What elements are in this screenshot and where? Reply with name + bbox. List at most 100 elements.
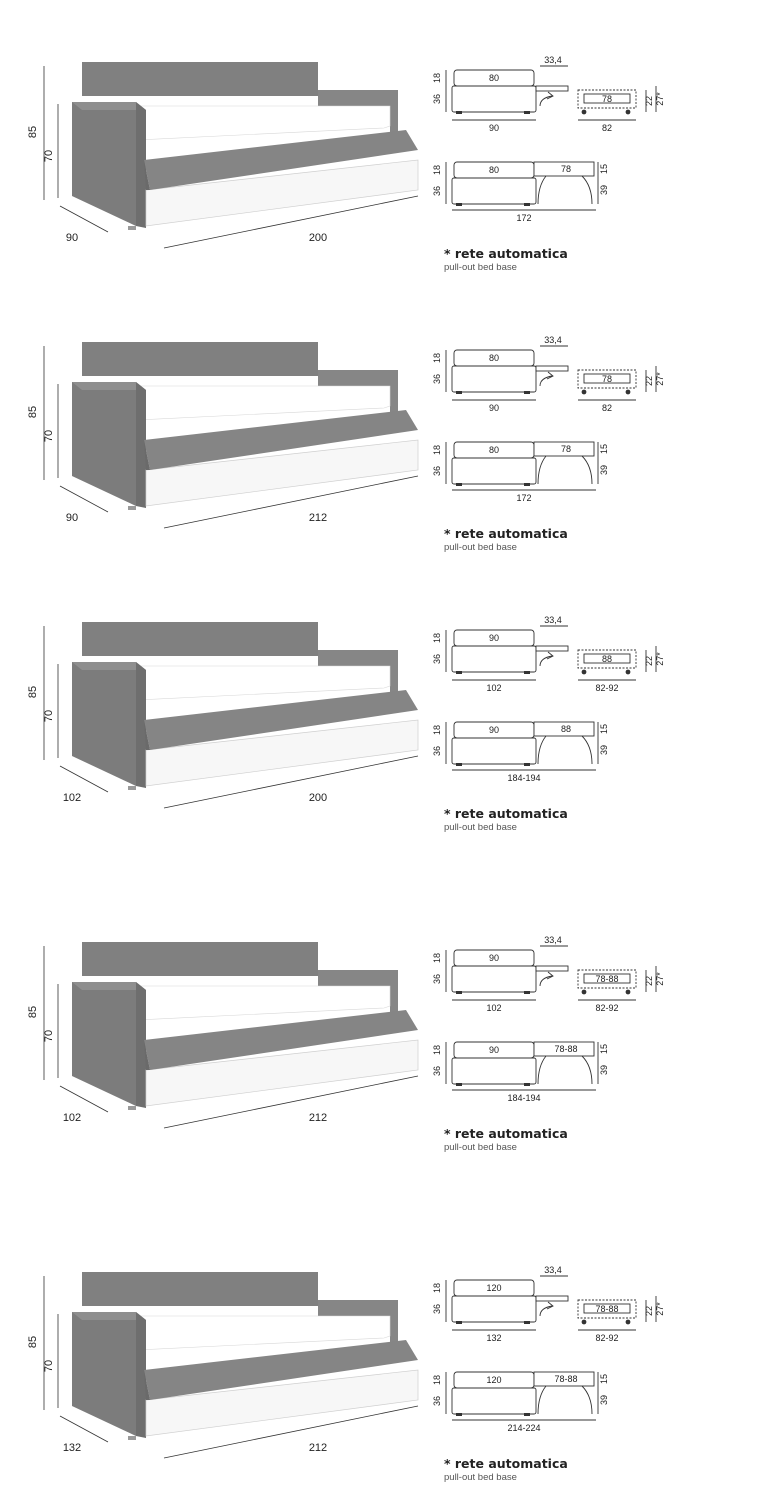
net-width-label: 82	[602, 123, 612, 133]
sofa-left-arm-side	[136, 662, 146, 788]
dim-27-label: 27*	[655, 652, 665, 666]
note-title: * rete automatica	[444, 1456, 568, 1471]
bed-net	[533, 161, 595, 177]
sofa-left-arm-top	[72, 1312, 146, 1320]
sofa-right-arm	[318, 650, 398, 700]
bed-net-legs	[537, 1055, 593, 1085]
sofa-left-arm-side	[136, 982, 146, 1108]
bed-dim-36-label: 36	[432, 466, 442, 476]
pull-out-base	[145, 1369, 419, 1437]
cushion-width-label: 90	[489, 633, 499, 643]
bed-dim-18-label: 18	[432, 165, 442, 175]
pull-out-note: * rete automatica pull-out bed base	[444, 526, 568, 553]
sofa-right-arm	[318, 370, 398, 420]
model-drawing: 85 70 102 200	[27, 615, 665, 809]
bed-net	[533, 1371, 595, 1387]
base-depth-label: 132	[486, 1333, 501, 1343]
dim-15-label: 15	[599, 724, 609, 734]
dim-15-label: 15	[599, 1044, 609, 1054]
side-base	[451, 965, 537, 993]
pull-out-base	[145, 439, 419, 507]
pull-out-base	[145, 1039, 419, 1107]
dim-36-label: 36	[432, 374, 442, 384]
sofa-foot	[128, 506, 136, 510]
side-base	[451, 365, 537, 393]
note-title: * rete automatica	[444, 526, 568, 541]
dim-18-label: 18	[432, 353, 442, 363]
seat-height-label: 70	[43, 150, 55, 162]
model-panel-4: 85 70 102 212	[0, 880, 782, 1170]
bed-cushion-label: 120	[486, 1375, 501, 1385]
bed-net-legs	[537, 455, 593, 485]
dim-22-label: 22	[644, 656, 654, 666]
depth-label: 102	[63, 792, 81, 804]
dim-39-label: 39	[599, 1065, 609, 1075]
cushion-width-label: 90	[489, 953, 499, 963]
dim-27-label: 27*	[655, 1302, 665, 1316]
dim-39-label: 39	[599, 745, 609, 755]
depth-label: 132	[63, 1442, 81, 1454]
dim-22-label: 22	[644, 976, 654, 986]
model-drawing: 85 70 102 212	[27, 935, 665, 1129]
bed-cushion-label: 80	[489, 165, 499, 175]
sofa-left-arm-side	[136, 102, 146, 228]
dim-22-label: 22	[644, 376, 654, 386]
note-title: * rete automatica	[444, 806, 568, 821]
base-depth-label: 90	[489, 403, 499, 413]
bed-dim-36-label: 36	[432, 186, 442, 196]
bed-base	[451, 457, 537, 485]
bed-dim-18-label: 18	[432, 725, 442, 735]
bed-net-label: 78-88	[554, 1374, 577, 1384]
upper-mattress	[135, 985, 391, 1021]
bed-length-label: 172	[516, 493, 531, 503]
dim-39-label: 39	[599, 1395, 609, 1405]
height-label: 85	[27, 126, 39, 138]
bed-length-label: 184-194	[507, 1093, 540, 1103]
sofa-left-arm-top	[72, 102, 146, 110]
net-width-label: 82	[602, 403, 612, 413]
cushion-width-label: 80	[489, 73, 499, 83]
dim-36-label: 36	[432, 974, 442, 984]
sofa-left-arm-front	[72, 382, 136, 506]
pull-out-note: * rete automatica pull-out bed base	[444, 806, 568, 833]
pull-out-base	[145, 719, 419, 787]
dim-36-label: 36	[432, 654, 442, 664]
pull-out-mattress	[144, 1010, 418, 1070]
sofa-right-arm	[318, 970, 398, 1020]
pull-handle	[535, 965, 569, 972]
model-drawing: 85 70 90 200	[27, 55, 665, 249]
pull-depth-label: 33,4	[544, 335, 562, 345]
sofa-left-arm-front	[72, 982, 136, 1106]
dim-27-label: 27*	[655, 372, 665, 386]
height-label: 85	[27, 406, 39, 418]
model-drawing: 85 70 90 212	[27, 335, 665, 529]
sofa-foot	[128, 226, 136, 230]
sofa-illustration: 85 70 90 212	[27, 342, 419, 529]
pull-out-mattress	[144, 130, 418, 190]
note-subtitle: pull-out bed base	[444, 262, 517, 273]
bed-length-label: 184-194	[507, 773, 540, 783]
pull-handle	[535, 1295, 569, 1302]
dim-18-label: 18	[432, 633, 442, 643]
note-subtitle: pull-out bed base	[444, 822, 517, 833]
dim-27-label: 27*	[655, 972, 665, 986]
pull-out-note: * rete automatica pull-out bed base	[444, 246, 568, 273]
dim-39-label: 39	[599, 185, 609, 195]
seat-height-label: 70	[43, 430, 55, 442]
seat-height-label: 70	[43, 1030, 55, 1042]
bed-net-label: 78	[561, 444, 571, 454]
dim-18-label: 18	[432, 1283, 442, 1293]
sofa-backrest	[82, 62, 318, 96]
bed-cushion-label: 80	[489, 445, 499, 455]
length-label: 200	[309, 232, 327, 244]
height-label: 85	[27, 686, 39, 698]
sofa-left-arm-top	[72, 382, 146, 390]
dim-22-label: 22	[644, 96, 654, 106]
sofa-right-arm	[318, 1300, 398, 1350]
pull-out-mattress	[144, 690, 418, 750]
pull-handle	[535, 85, 569, 92]
height-label: 85	[27, 1006, 39, 1018]
side-base	[451, 1295, 537, 1323]
pull-out-mattress	[144, 1340, 418, 1400]
sofa-backrest	[82, 1272, 318, 1306]
